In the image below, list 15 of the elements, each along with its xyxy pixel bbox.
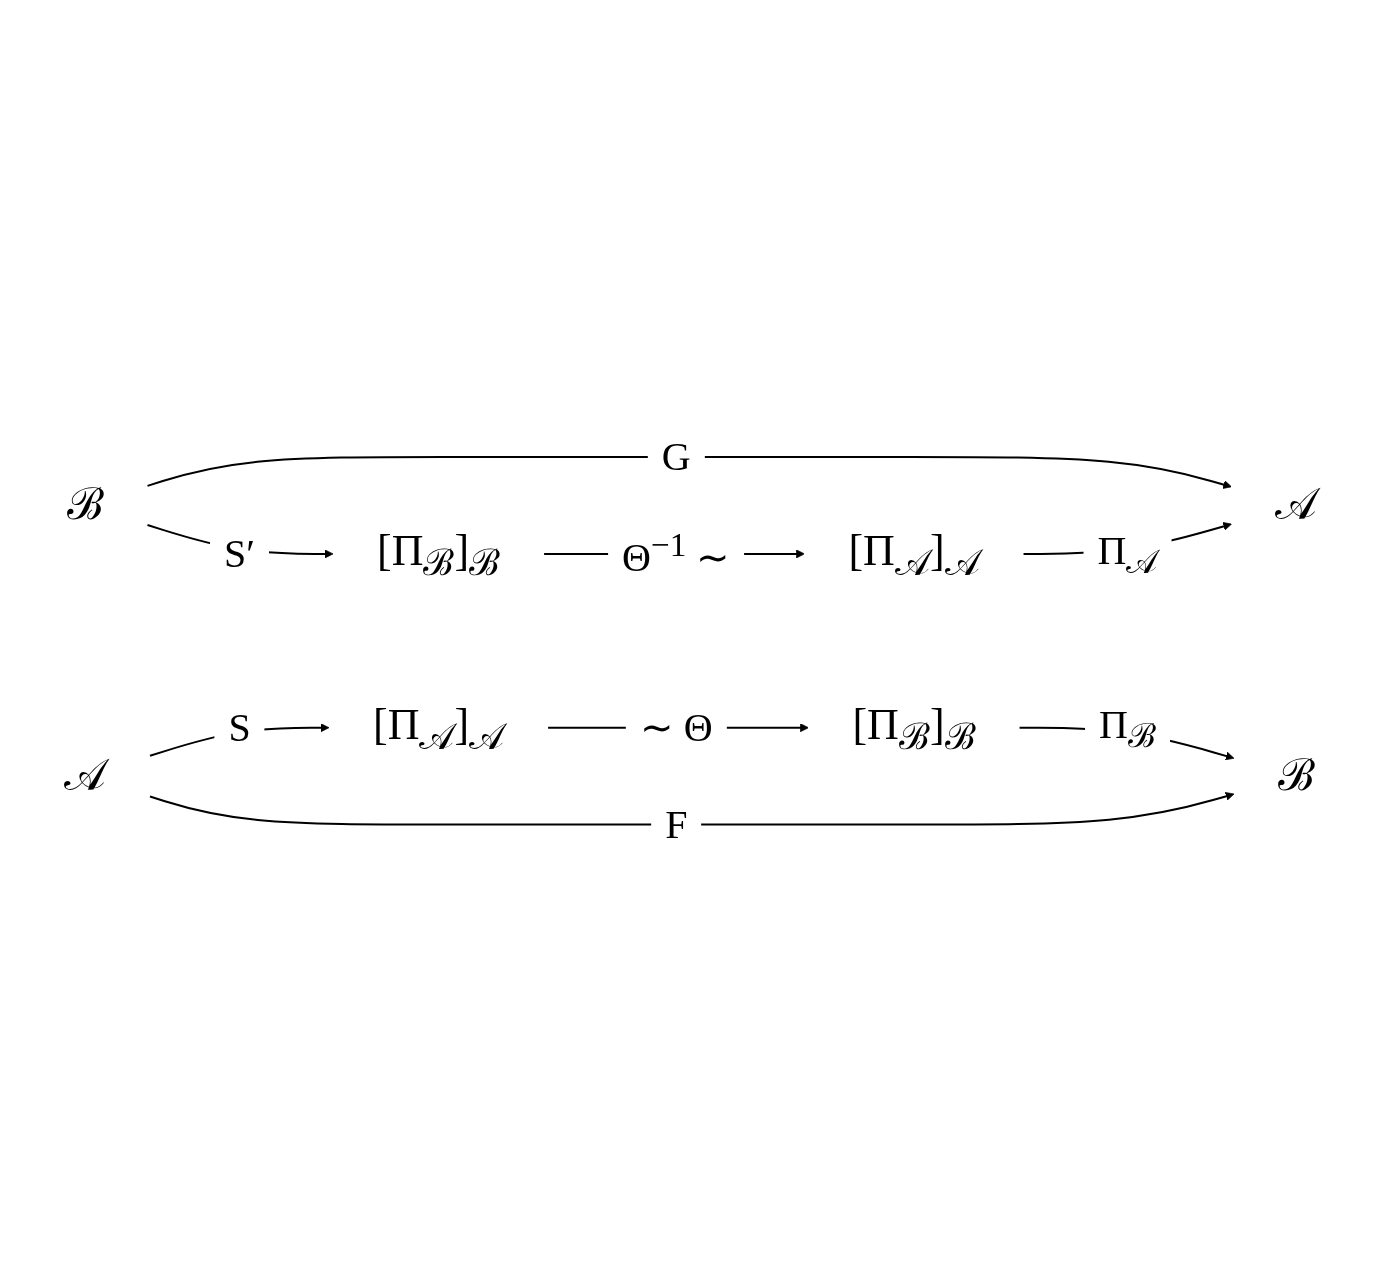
edge-label: S′ [223, 530, 255, 576]
node-text: [Π$_{ℬ}$]$_{ℬ}$ [376, 525, 500, 583]
arrow [146, 455, 1232, 489]
edge-label: F [664, 801, 688, 847]
edge-label: S [228, 704, 251, 750]
edge-label: Π$_{𝒜}$ [1097, 527, 1158, 580]
node-text: ℬ [66, 480, 104, 530]
node-text: [Π$_{ℬ}$]$_{ℬ}$ [852, 699, 976, 757]
arrow [148, 791, 1235, 826]
edge-label: Θ$^{−1}$ ∼ [621, 525, 731, 580]
edge-label: G [661, 433, 691, 479]
edge-label: Π$_{ℬ}$ [1098, 701, 1156, 754]
node-text: 𝒜 [1275, 480, 1318, 530]
node-text: ℬ [1277, 750, 1315, 800]
edge-label: ∼ Θ [639, 704, 713, 750]
